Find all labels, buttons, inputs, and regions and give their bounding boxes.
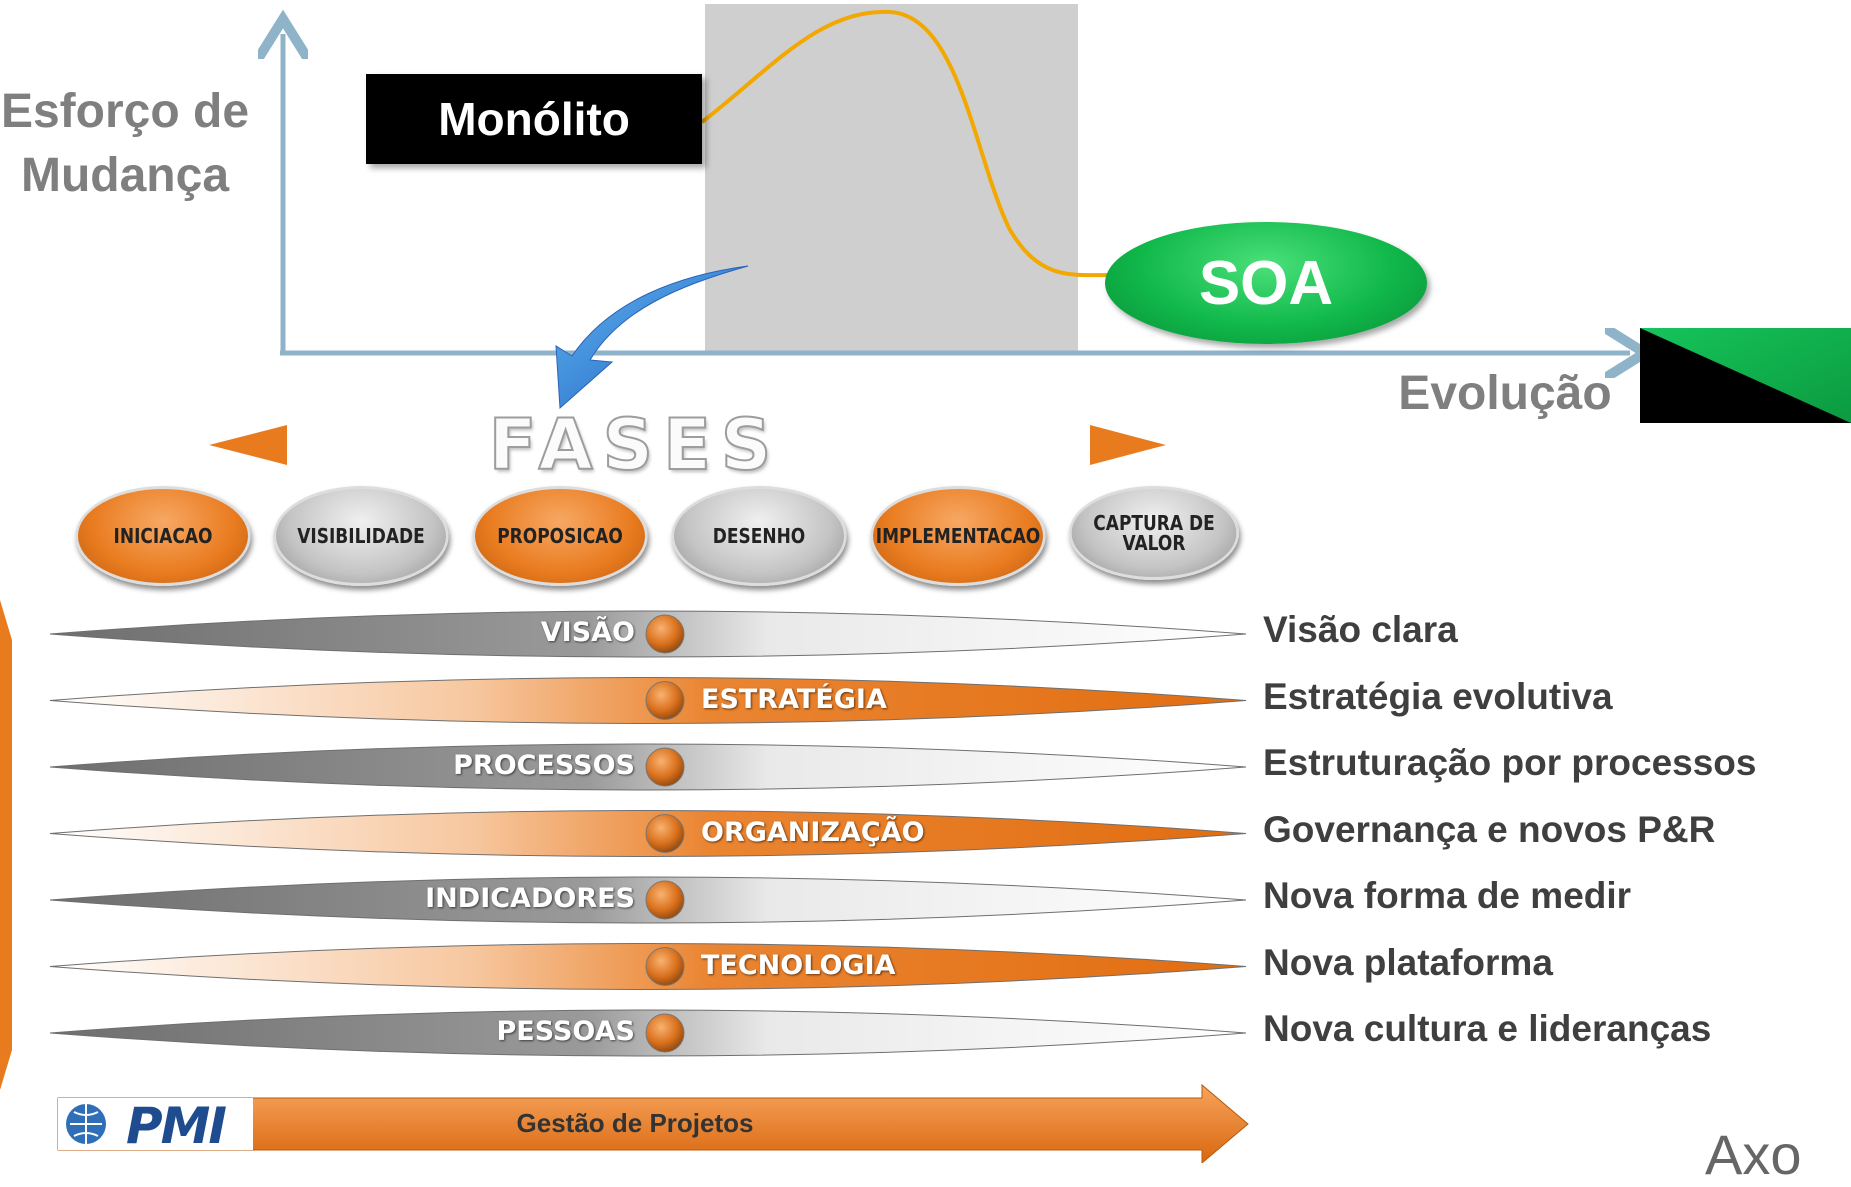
phase-6: CAPTURA DE VALOR <box>1069 486 1239 580</box>
diagram-canvas <box>0 0 1851 1163</box>
dimension-result-1: Visão clara <box>1263 609 1458 650</box>
dimension-knob-2 <box>645 681 685 720</box>
soa-ellipse: SOA <box>1105 222 1427 344</box>
dimensions-side-arrow <box>0 600 12 1090</box>
y-axis-title-line2: Mudança <box>20 149 230 202</box>
fases-title: FASES <box>488 404 782 486</box>
dimension-label-2: ESTRATÉGIA <box>701 683 887 715</box>
dimension-knob-6 <box>645 947 685 986</box>
phase-2: VISIBILIDADE <box>273 486 449 586</box>
blue-curved-arrow <box>555 265 749 410</box>
pmi-logo-text: PMI <box>126 1097 227 1155</box>
dimension-label-3: PROCESSOS <box>453 750 635 781</box>
dimension-result-5: Nova forma de medir <box>1263 875 1632 916</box>
dimension-label-7: PESSOAS <box>496 1016 635 1047</box>
monolith-box: Monólito <box>366 74 702 164</box>
dimension-knob-1 <box>645 614 685 654</box>
dimension-label-5: INDICADORES <box>425 883 635 914</box>
dimension-result-3: Estruturação por processos <box>1263 742 1757 783</box>
dimension-result-6: Nova plataforma <box>1263 941 1553 983</box>
fases-left-arrow <box>209 425 287 465</box>
dimension-label-6: TECNOLOGIA <box>701 949 896 981</box>
phase-3: PROPOSICAO <box>472 486 648 586</box>
effort-curve <box>700 9 1111 278</box>
y-axis-title: Esforço de Mudança <box>0 80 250 208</box>
x-axis-title: Evolução <box>1398 367 1612 420</box>
dimension-result-4: Governança e novos P&R <box>1263 808 1716 850</box>
dimension-knob-7 <box>645 1013 685 1053</box>
dimension-knob-3 <box>645 747 685 787</box>
dimension-knob-4 <box>645 814 685 853</box>
dimension-knob-5 <box>645 880 685 920</box>
dimension-label-4: ORGANIZAÇÃO <box>701 816 925 848</box>
phase-1: INICIACAO <box>75 486 251 586</box>
pmi-logo: PMI <box>62 1097 252 1155</box>
dimension-result-2: Estratégia evolutiva <box>1263 675 1613 717</box>
project-management-label: Gestão de Projetos <box>516 1108 754 1138</box>
fases-right-arrow <box>1090 425 1166 465</box>
transition-band <box>705 4 1078 351</box>
dimension-label-1: VISÃO <box>540 617 635 648</box>
brand-logo: Axo <box>1705 1123 1802 1186</box>
corner-shape <box>1640 328 1851 423</box>
dimension-result-7: Nova cultura e lideranças <box>1263 1008 1712 1049</box>
y-axis-title-line1: Esforço de <box>0 85 250 138</box>
phase-5: IMPLEMENTACAO <box>870 486 1046 586</box>
phase-4: DESENHO <box>671 486 847 586</box>
